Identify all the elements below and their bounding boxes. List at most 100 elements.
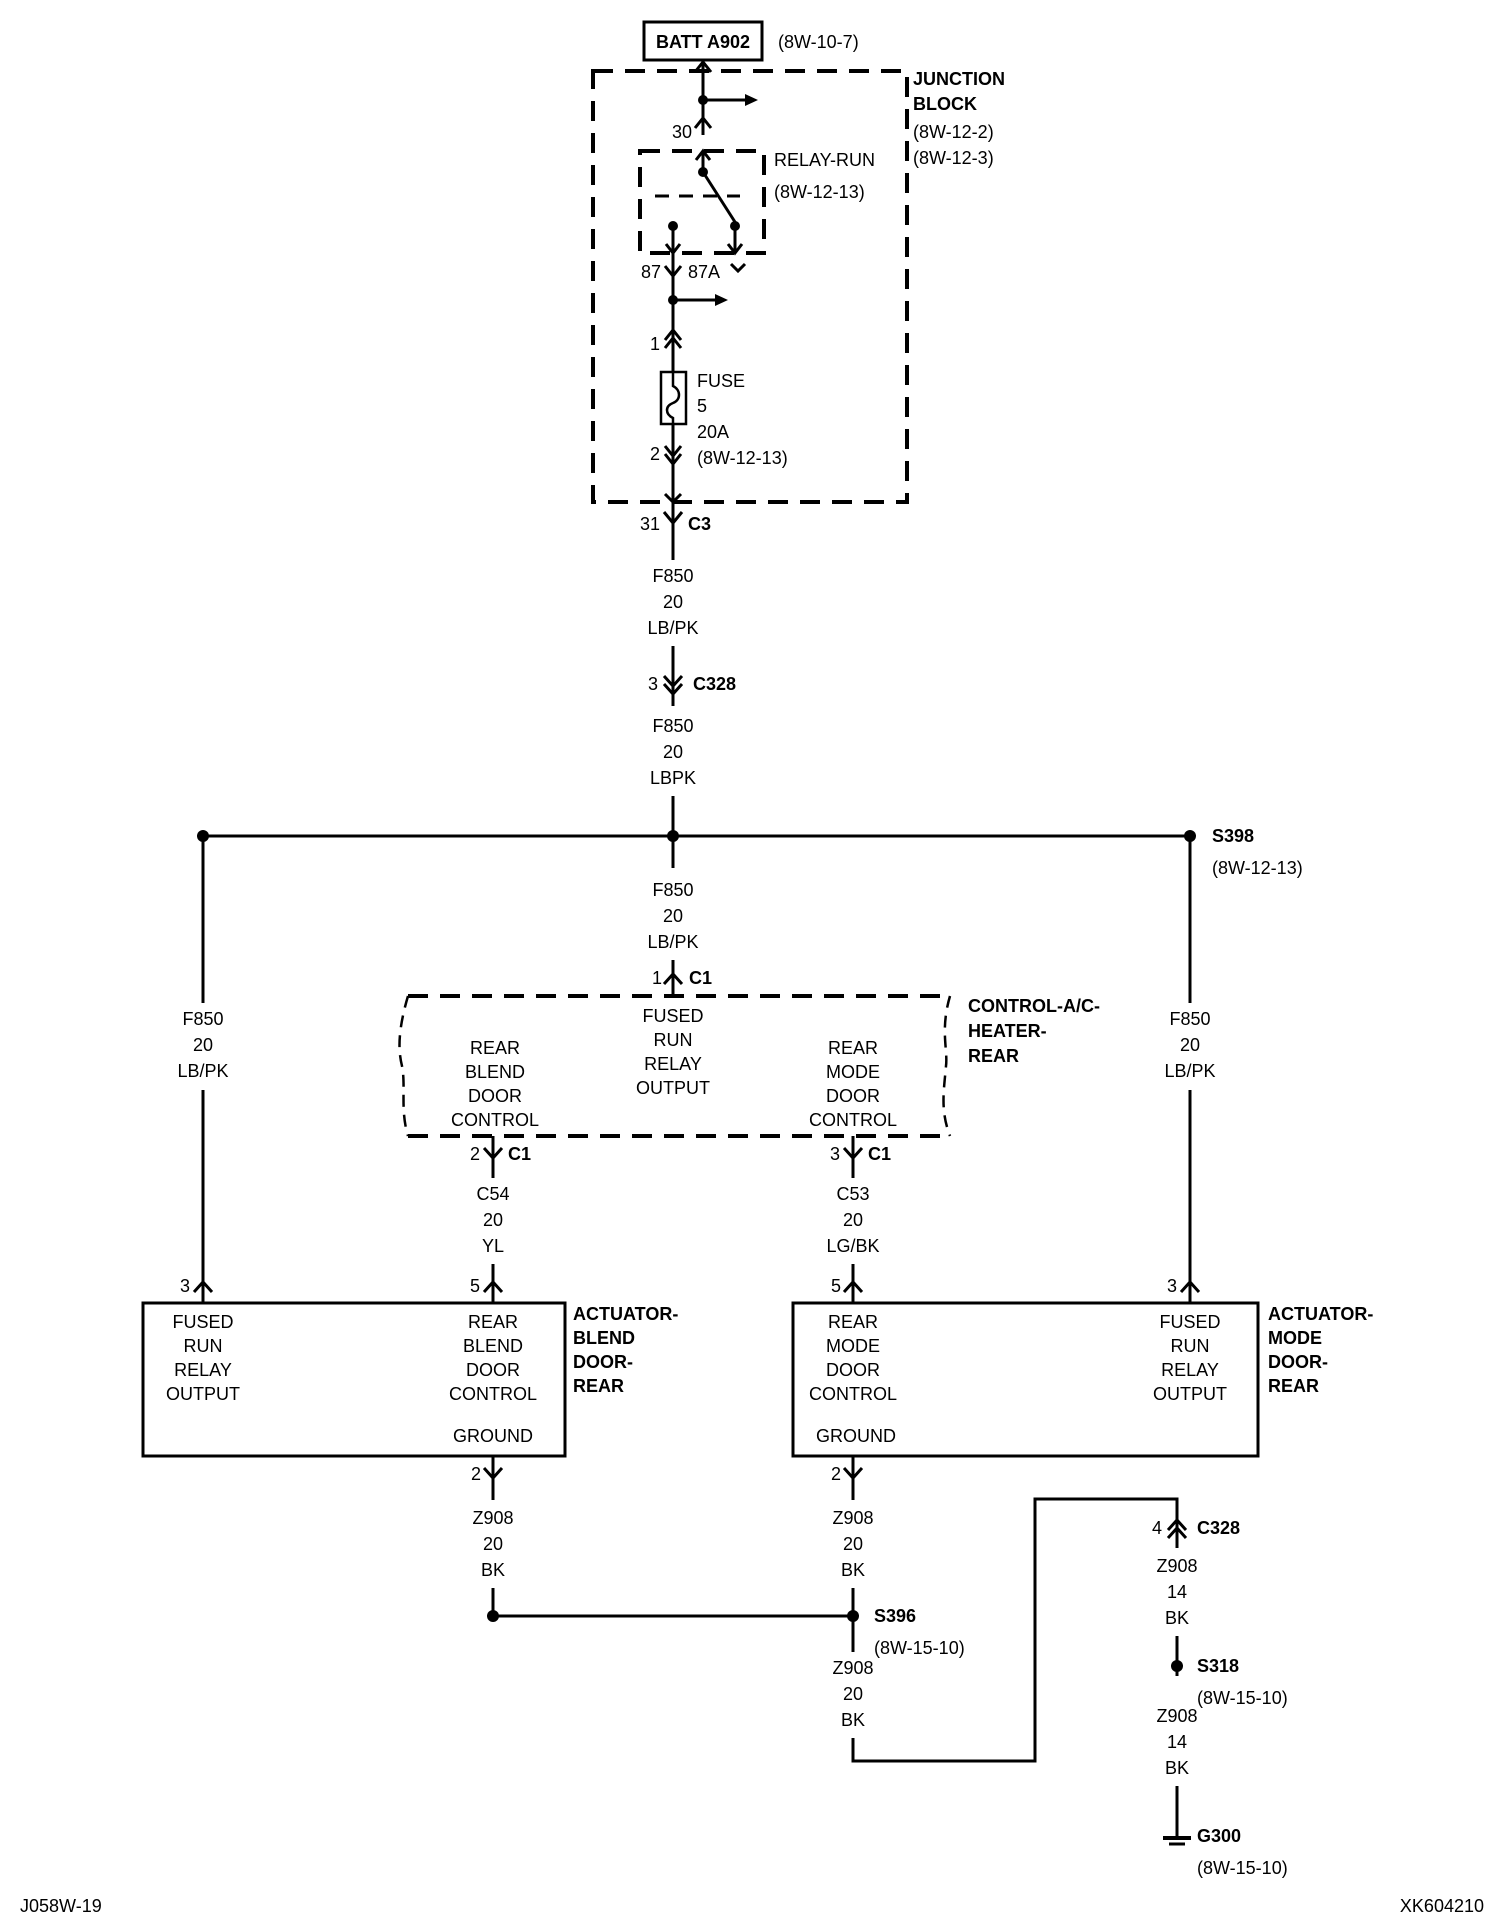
pin-87-connector xyxy=(663,265,683,279)
act-blend-left-line-4: OUTPUT xyxy=(166,1384,240,1404)
controller-c1-right-connector xyxy=(842,1146,864,1161)
act-blend-title-1: ACTUATOR- xyxy=(573,1304,678,1324)
act-mode-right-line-4: OUTPUT xyxy=(1153,1384,1227,1404)
g300-name: G300 xyxy=(1197,1826,1241,1846)
blend-pin-2-connector xyxy=(482,1466,504,1481)
z908-r2-circuit: Z908 xyxy=(1156,1706,1197,1726)
f850-3-circuit: F850 xyxy=(652,880,693,900)
batt-feed-connector xyxy=(693,59,713,73)
act-mode-right-line-1: FUSED xyxy=(1159,1312,1220,1332)
z908-left-circuit: Z908 xyxy=(472,1508,513,1528)
mode-pin-3-connector xyxy=(1179,1279,1201,1294)
batt-feed-arrow-icon xyxy=(745,94,758,106)
f850-1-gauge: 20 xyxy=(663,592,683,612)
act-mode-title-1: ACTUATOR- xyxy=(1268,1304,1373,1324)
c328-bottom-pin: 4 xyxy=(1152,1518,1162,1538)
s396-splice-node xyxy=(847,1610,859,1622)
c53-gauge: 20 xyxy=(843,1210,863,1230)
controller-right-line-2: MODE xyxy=(826,1062,880,1082)
c54-circuit: C54 xyxy=(476,1184,509,1204)
relay-title: RELAY-RUN xyxy=(774,150,875,170)
f850-3-color: LB/PK xyxy=(647,932,698,952)
controller-c1-left-pin: 2 xyxy=(470,1144,480,1164)
act-blend-left-line-1: FUSED xyxy=(172,1312,233,1332)
z908-r2-color: BK xyxy=(1165,1758,1189,1778)
fuse-pin-2-connector xyxy=(663,445,683,467)
c328-top-connector-icon xyxy=(662,674,684,697)
batt-ref: (8W-10-7) xyxy=(778,32,859,52)
junction-block-ref-1: (8W-12-2) xyxy=(913,122,994,142)
f850-2-circuit: F850 xyxy=(652,716,693,736)
g300-ref: (8W-15-10) xyxy=(1197,1858,1288,1878)
blend-pin-3-connector xyxy=(192,1279,214,1294)
f850-left-gauge: 20 xyxy=(193,1035,213,1055)
fuse-pin-1-connector xyxy=(663,327,683,349)
mode-pin-2-connector xyxy=(842,1466,864,1481)
controller-title-3: REAR xyxy=(968,1046,1019,1066)
f850-1-color: LB/PK xyxy=(647,618,698,638)
junction-block-outline xyxy=(591,69,909,504)
footer-right: XK604210 xyxy=(1400,1896,1484,1916)
controller-title-1: CONTROL-A/C- xyxy=(968,996,1100,1016)
controller-right-line-3: DOOR xyxy=(826,1086,880,1106)
s318-splice-node xyxy=(1171,1660,1183,1672)
act-blend-ground: GROUND xyxy=(453,1426,533,1446)
act-mode-left-line-2: MODE xyxy=(826,1336,880,1356)
z908-mid-color: BK xyxy=(841,1560,865,1580)
controller-c1-top-pin: 1 xyxy=(652,968,662,988)
c53-circuit: C53 xyxy=(836,1184,869,1204)
s396-ref: (8W-15-10) xyxy=(874,1638,965,1658)
f850-2-color: LBPK xyxy=(650,768,696,788)
s318-ref: (8W-15-10) xyxy=(1197,1688,1288,1708)
f850-left-color: LB/PK xyxy=(177,1061,228,1081)
controller-right-edge xyxy=(942,995,952,1137)
z908-mid2-circuit: Z908 xyxy=(832,1658,873,1678)
act-mode-pin-ground: 2 xyxy=(831,1464,841,1484)
z908-mid-circuit: Z908 xyxy=(832,1508,873,1528)
junction-block-title-1: JUNCTION xyxy=(913,69,1005,89)
c54-color: YL xyxy=(482,1236,504,1256)
controller-left-line-1: REAR xyxy=(470,1038,520,1058)
act-mode-pin-power: 3 xyxy=(1167,1276,1177,1296)
controller-c1-right-pin: 3 xyxy=(830,1144,840,1164)
act-mode-left-line-3: DOOR xyxy=(826,1360,880,1380)
z908-r1-gauge: 14 xyxy=(1167,1582,1187,1602)
f850-1-circuit: F850 xyxy=(652,566,693,586)
c3-name: C3 xyxy=(688,514,711,534)
relay-ref: (8W-12-13) xyxy=(774,182,865,202)
pin-30-label: 30 xyxy=(672,122,692,142)
z908-r1-circuit: Z908 xyxy=(1156,1556,1197,1576)
z908-mid2-gauge: 20 xyxy=(843,1684,863,1704)
blend-pin-5-connector xyxy=(482,1279,504,1294)
controller-title-2: HEATER- xyxy=(968,1021,1047,1041)
fuse-pin-1-label: 1 xyxy=(650,334,660,354)
c328-bottom-name: C328 xyxy=(1197,1518,1240,1538)
pin-87a-connector xyxy=(729,262,747,274)
actuator-blend-box xyxy=(141,1301,567,1458)
relay-87a-arrow xyxy=(726,243,744,256)
act-blend-left-line-3: RELAY xyxy=(174,1360,232,1380)
fuse-ref: (8W-12-13) xyxy=(697,448,788,468)
relay-outline xyxy=(638,149,766,255)
act-blend-title-4: REAR xyxy=(573,1376,624,1396)
f850-left-circuit: F850 xyxy=(182,1009,223,1029)
f850-right-circuit: F850 xyxy=(1169,1009,1210,1029)
act-mode-right-line-2: RUN xyxy=(1171,1336,1210,1356)
junction-block-ref-2: (8W-12-3) xyxy=(913,148,994,168)
controller-c1-top-connector xyxy=(662,971,684,986)
batt-label: BATT A902 xyxy=(656,32,750,52)
controller-left-line-3: DOOR xyxy=(468,1086,522,1106)
act-mode-pin-control: 5 xyxy=(831,1276,841,1296)
controller-right-line-4: CONTROL xyxy=(809,1110,897,1130)
act-mode-left-line-1: REAR xyxy=(828,1312,878,1332)
footer-left: J058W-19 xyxy=(20,1896,102,1916)
c3-pin: 31 xyxy=(640,514,660,534)
controller-center-line-2: RUN xyxy=(654,1030,693,1050)
c54-gauge: 20 xyxy=(483,1210,503,1230)
z908-mid-gauge: 20 xyxy=(843,1534,863,1554)
pin-87-label: 87 xyxy=(641,262,661,282)
controller-center-line-4: OUTPUT xyxy=(636,1078,710,1098)
ground-return-wire xyxy=(851,1497,1179,1763)
controller-c1-right-name: C1 xyxy=(868,1144,891,1164)
